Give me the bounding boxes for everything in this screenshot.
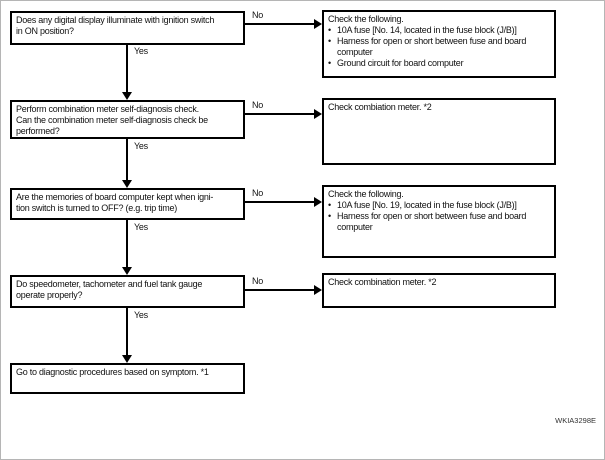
arrow-right-icon bbox=[314, 197, 322, 207]
arrow-right-icon bbox=[314, 285, 322, 295]
question-text-2: Perform combination meter self-diagnosis… bbox=[16, 104, 208, 136]
bullet-item: • 10A fuse [No. 19, located in the fuse … bbox=[328, 200, 552, 211]
question-text-1: Does any digital display illuminate with… bbox=[16, 15, 215, 36]
no-label-1: No bbox=[251, 10, 265, 21]
arrow-down-icon bbox=[122, 355, 132, 363]
answer-intro-1: Check the following. bbox=[328, 14, 404, 24]
bullet-icon: • bbox=[328, 36, 331, 46]
answer-intro-3: Check the following. bbox=[328, 189, 404, 199]
bullet-text: 10A fuse [No. 14, located in the fuse bl… bbox=[337, 25, 517, 35]
arrow-right-icon bbox=[314, 109, 322, 119]
bullet-icon: • bbox=[328, 211, 331, 221]
yes-label-1: Yes bbox=[133, 46, 149, 57]
question-box-1: Does any digital display illuminate with… bbox=[10, 11, 245, 45]
connector-yes-4 bbox=[126, 308, 128, 357]
question-text-3: Are the memories of board computer kept … bbox=[16, 192, 214, 213]
bullet-icon: • bbox=[328, 58, 331, 68]
arrow-down-icon bbox=[122, 180, 132, 188]
no-label-4: No bbox=[251, 276, 265, 287]
question-text-4: Do speedometer, tachometer and fuel tank… bbox=[16, 279, 203, 300]
bullet-text: Harness for open or short between fuse a… bbox=[337, 36, 527, 57]
arrow-right-icon bbox=[314, 19, 322, 29]
bullet-item: • Harness for open or short between fuse… bbox=[328, 211, 552, 233]
answer-text-2: Check combiation meter. *2 bbox=[328, 102, 432, 112]
bullet-icon: • bbox=[328, 25, 331, 35]
question-box-2: Perform combination meter self-diagnosis… bbox=[10, 100, 245, 139]
connector-no-3 bbox=[245, 201, 315, 203]
no-label-3: No bbox=[251, 188, 265, 199]
connector-yes-1 bbox=[126, 45, 128, 94]
bullet-text: Harness for open or short between fuse a… bbox=[337, 211, 527, 232]
connector-no-4 bbox=[245, 289, 315, 291]
yes-label-2: Yes bbox=[133, 141, 149, 152]
question-box-3: Are the memories of board computer kept … bbox=[10, 188, 245, 220]
answer-box-4: Check combination meter. *2 bbox=[322, 273, 556, 308]
no-label-2: No bbox=[251, 100, 265, 111]
result-box: Go to diagnostic procedures based on sym… bbox=[10, 363, 245, 394]
watermark: WKIA3298E bbox=[555, 416, 596, 425]
bullet-item: • Harness for open or short between fuse… bbox=[328, 36, 552, 58]
connector-no-1 bbox=[245, 23, 315, 25]
arrow-down-icon bbox=[122, 267, 132, 275]
answer-box-2: Check combiation meter. *2 bbox=[322, 98, 556, 165]
connector-yes-2 bbox=[126, 139, 128, 182]
answer-box-3: Check the following. • 10A fuse [No. 19,… bbox=[322, 185, 556, 258]
yes-label-3: Yes bbox=[133, 222, 149, 233]
answer-text-4: Check combination meter. *2 bbox=[328, 277, 437, 287]
yes-label-4: Yes bbox=[133, 310, 149, 321]
bullet-icon: • bbox=[328, 200, 331, 210]
bullet-item: • 10A fuse [No. 14, located in the fuse … bbox=[328, 25, 552, 36]
bullet-item: • Ground circuit for board computer bbox=[328, 58, 552, 69]
arrow-down-icon bbox=[122, 92, 132, 100]
question-box-4: Do speedometer, tachometer and fuel tank… bbox=[10, 275, 245, 308]
bullet-text: 10A fuse [No. 19, located in the fuse bl… bbox=[337, 200, 517, 210]
result-text: Go to diagnostic procedures based on sym… bbox=[16, 367, 209, 377]
connector-no-2 bbox=[245, 113, 315, 115]
connector-yes-3 bbox=[126, 220, 128, 269]
bullet-text: Ground circuit for board computer bbox=[337, 58, 464, 68]
answer-box-1: Check the following. • 10A fuse [No. 14,… bbox=[322, 10, 556, 78]
